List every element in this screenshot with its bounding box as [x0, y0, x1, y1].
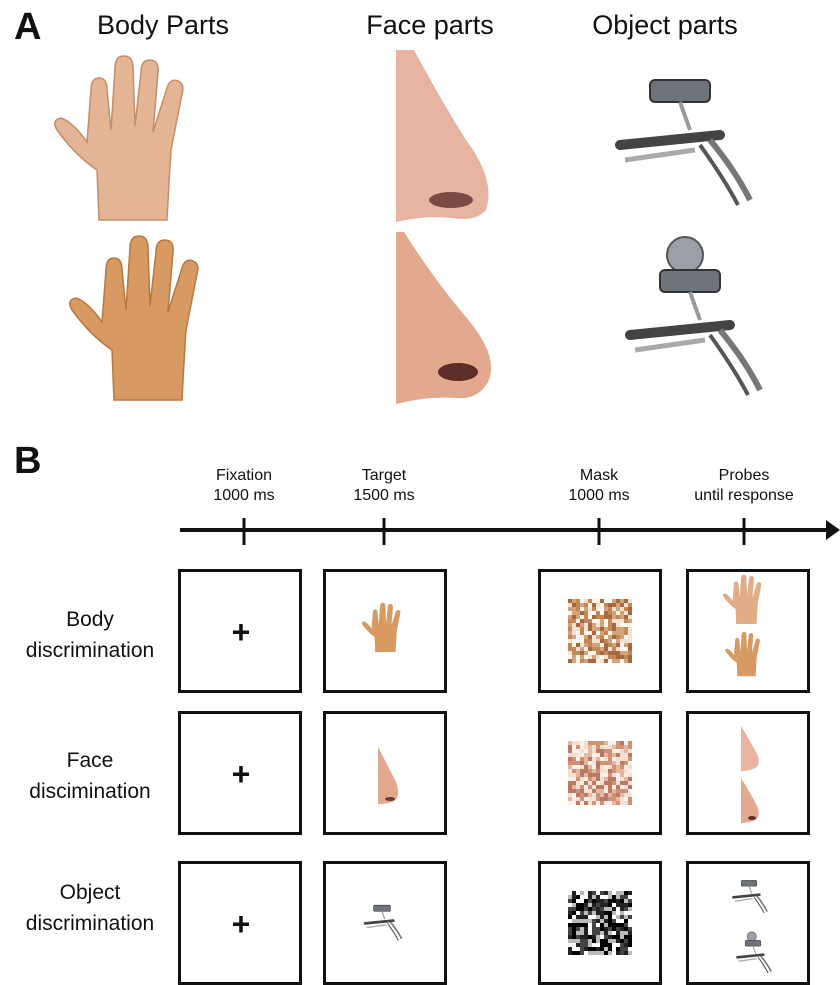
- hand-photo-1: [55, 56, 183, 220]
- timeline-label-fixation: Fixation 1000 ms: [164, 466, 324, 506]
- timeline-label-fixation-duration: 1000 ms: [164, 486, 324, 506]
- row-label-object-line1: Object: [0, 877, 180, 908]
- target-frame-face: [323, 711, 447, 835]
- timeline-label-mask-name: Mask: [519, 466, 679, 486]
- timeline-label-target: Target 1500 ms: [304, 466, 464, 506]
- mask-frame-face: [538, 711, 662, 835]
- mask-frame-object: [538, 861, 662, 985]
- fixation-frame-face: +: [178, 711, 302, 835]
- probe-hand-images: [689, 572, 807, 690]
- row-label-body-line2: discrimination: [0, 635, 180, 666]
- probe-frame-face: [686, 711, 810, 835]
- row-label-body-line1: Body: [0, 604, 180, 635]
- nose-photo-2: [396, 232, 496, 404]
- fixation-cross: +: [221, 758, 261, 790]
- target-nose-image: [326, 714, 444, 832]
- target-handlebar-image: [326, 864, 444, 982]
- fixation-frame-object: +: [178, 861, 302, 985]
- timeline-label-mask-duration: 1000 ms: [519, 486, 679, 506]
- mask-noise-body: [541, 572, 659, 690]
- fixation-cross: +: [221, 616, 261, 648]
- probe-frame-object: [686, 861, 810, 985]
- row-label-body: Body discrimination: [0, 604, 180, 666]
- timeline-label-target-name: Target: [304, 466, 464, 486]
- mask-noise-face: [541, 714, 659, 832]
- probe-frame-body: [686, 569, 810, 693]
- panel-b-letter: B: [14, 440, 41, 483]
- hand-photo-2: [70, 236, 198, 400]
- timeline-label-probes-duration: until response: [664, 486, 824, 506]
- handlebar-photo-2: [630, 237, 760, 395]
- probe-nose-images: [689, 714, 807, 832]
- row-label-object-line2: discrimination: [0, 908, 180, 939]
- handlebar-photo-1: [620, 80, 750, 205]
- row-label-face: Face discimination: [0, 745, 180, 807]
- timeline-arrowhead: [826, 520, 840, 540]
- target-frame-body: [323, 569, 447, 693]
- fixation-cross: +: [221, 908, 261, 940]
- timeline-label-probes: Probes until response: [664, 466, 824, 506]
- nose-photo-1: [396, 50, 496, 222]
- target-frame-object: [323, 861, 447, 985]
- row-label-face-line1: Face: [0, 745, 180, 776]
- fixation-frame-body: +: [178, 569, 302, 693]
- timeline-label-mask: Mask 1000 ms: [519, 466, 679, 506]
- target-hand-image: [326, 572, 444, 690]
- probe-handlebar-images: [689, 864, 807, 982]
- mask-frame-body: [538, 569, 662, 693]
- timeline-label-probes-name: Probes: [664, 466, 824, 486]
- timeline-label-fixation-name: Fixation: [164, 466, 324, 486]
- row-label-face-line2: discimination: [0, 776, 180, 807]
- mask-noise-object: [541, 864, 659, 982]
- row-label-object: Object discrimination: [0, 877, 180, 939]
- timeline-label-target-duration: 1500 ms: [304, 486, 464, 506]
